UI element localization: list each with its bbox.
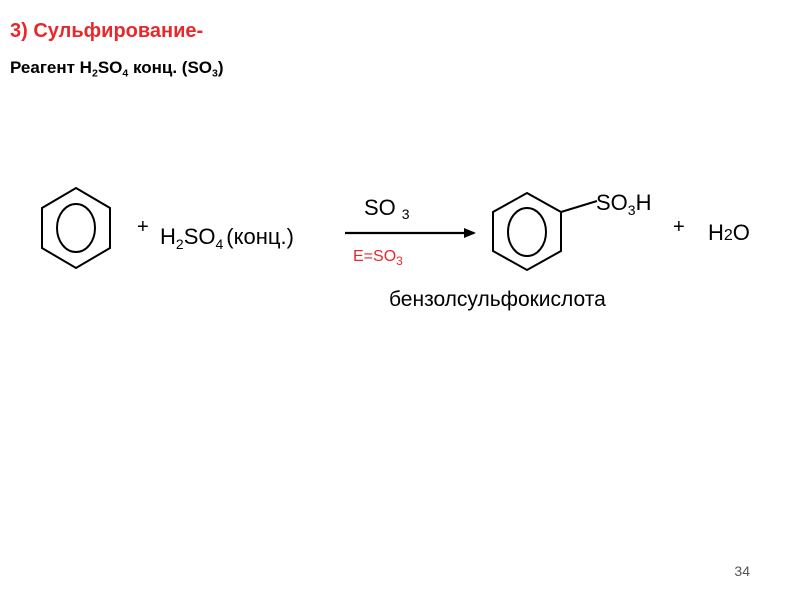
- water-formula: H2O: [708, 220, 750, 245]
- electrophile-label: E=SO3: [353, 248, 403, 268]
- reagent-label: Реагент H: [10, 58, 92, 77]
- benzene-product: [492, 191, 598, 272]
- reagent-line: Реагент H2SO4 конц. (SO3): [10, 58, 224, 80]
- substituent-bond: [560, 200, 598, 213]
- sulfonic-acid-group: SO3H: [596, 190, 651, 218]
- slide-title: 3) Сульфирование-: [10, 20, 204, 42]
- page-number: 34: [734, 563, 750, 579]
- benzene-reactant: [41, 186, 111, 270]
- product-name: бензолсульфокислота: [389, 288, 606, 311]
- sulfuric-acid-formula: H2SO4(конц.): [160, 224, 294, 252]
- plus-sign-products: +: [673, 216, 685, 238]
- plus-sign-reactants: +: [137, 216, 149, 238]
